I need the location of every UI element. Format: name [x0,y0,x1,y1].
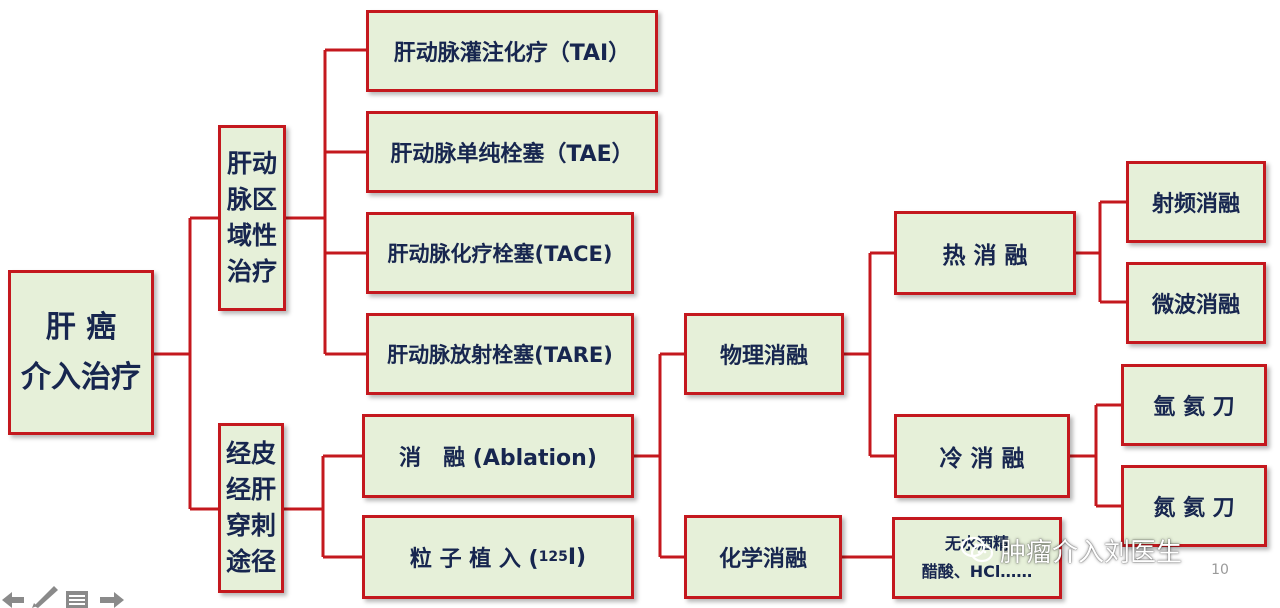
node-thermal-ablation: 热 消 融 [894,211,1076,295]
watermark-text: 肿瘤介入刘医生 [1000,537,1183,568]
next-slide-icon[interactable] [100,592,124,608]
seed-label-isotope: 125 [538,549,568,565]
node-root: 肝 癌 介入治疗 [8,270,154,435]
node-microwave: 微波消融 [1126,262,1266,344]
node-hepatic-artery: 肝动 脉区 域性 治疗 [218,125,286,311]
node-physical-ablation: 物理消融 [684,313,844,395]
seed-label-suffix: I) [567,544,587,570]
node-tare: 肝动脉放射栓塞(TARE) [366,313,634,395]
node-tai: 肝动脉灌注化疗（TAI） [366,10,658,92]
pen-icon[interactable] [32,586,58,608]
slide-nav-controls [2,586,124,608]
node-ablation: 消 融 (Ablation) [362,414,634,498]
seed-label-prefix: 粒 子 植 入 ( [409,547,539,572]
node-argon-helium-knife: 氩 氦 刀 [1121,364,1267,446]
node-rfa: 射频消融 [1126,161,1266,243]
watermark: 肿瘤介入刘医生 [960,530,1250,570]
node-nitrogen-helium-knife: 氮 氦 刀 [1121,465,1267,547]
node-percutaneous: 经皮 经肝 穿刺 途径 [218,423,284,593]
page-number: 10 [1211,562,1229,578]
node-chemical-ablation: 化学消融 [684,515,842,599]
prev-slide-icon[interactable] [2,592,24,608]
wechat-icon [960,536,994,563]
menu-icon[interactable] [66,591,88,608]
node-cold-ablation: 冷 消 融 [894,414,1070,498]
node-tae: 肝动脉单纯栓塞（TAE） [366,111,658,193]
node-tace: 肝动脉化疗栓塞(TACE) [366,212,634,294]
node-chemical-agents: 无水酒精 醋酸、HCl…… [892,517,1062,599]
